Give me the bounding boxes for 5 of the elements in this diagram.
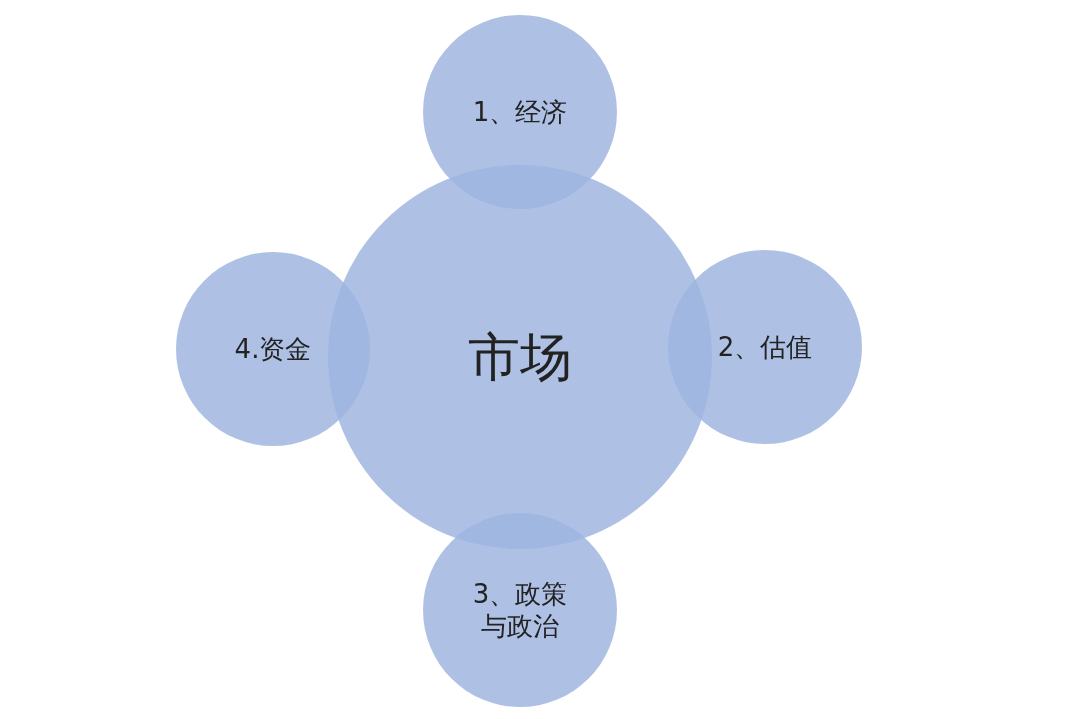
circle-label: 2、估值 — [717, 330, 813, 364]
circle-label: 1、经济 — [472, 95, 568, 129]
circle-label: 4.资金 — [234, 332, 312, 366]
circle-label: 市场 — [468, 325, 572, 389]
circle-label: 3、政策与政治 — [471, 577, 569, 643]
